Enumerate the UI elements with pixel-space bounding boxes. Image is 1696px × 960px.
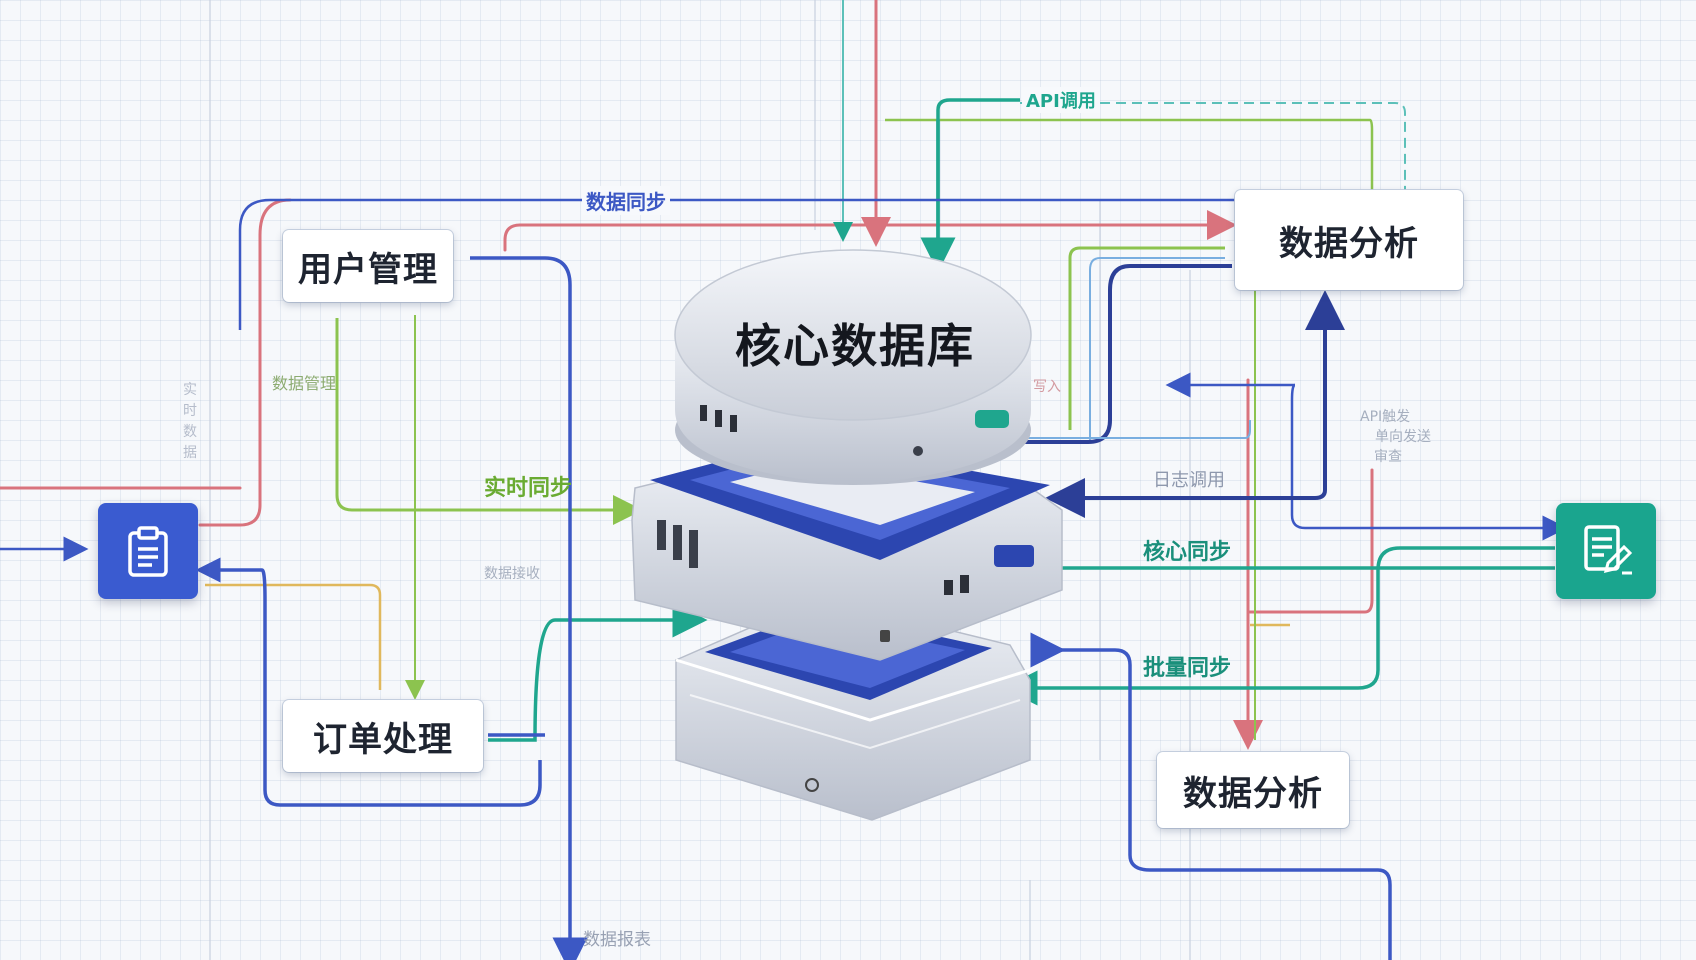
flow-label-data-report: 数据报表 [583,930,651,950]
flow-label-api: API调用 [1022,87,1100,113]
faint-label-data-in: 数据接收 [484,566,540,582]
node-analytics-bottom[interactable]: 数据分析 [1157,752,1349,828]
flow-label-realtime-sync: 实时同步 [484,476,573,501]
document-edit-icon [1584,525,1633,575]
left-source-tile[interactable] [98,503,198,599]
node-analytics-top-label: 数据分析 [1279,223,1419,264]
node-analytics-bottom-label: 数据分析 [1183,773,1323,814]
flow-label-data-mgmt: 数据管理 [272,374,337,393]
node-user-management-label: 用户管理 [298,249,438,290]
core-database-stack[interactable] [631,249,1063,821]
flow-label-core-sync: 核心同步 [1143,540,1232,565]
faint-label-realtime-left: 实时数据 [183,382,197,461]
core-database-title: 核心数据库 [735,319,975,373]
flow-label-log-call: 日志调用 [1153,470,1225,491]
flow-label-data-sync-top: 数据同步 [582,186,670,215]
node-order-processing[interactable]: 订单处理 [283,700,483,772]
faint-label-write: 写入 [1033,379,1061,395]
node-analytics-top[interactable]: 数据分析 [1235,190,1463,290]
right-target-tile[interactable] [1556,503,1656,599]
node-order-processing-label: 订单处理 [313,719,453,760]
faint-label-sync-send: 单向发送 [1375,429,1431,445]
node-user-management[interactable]: 用户管理 [283,230,453,302]
clipboard-icon [128,526,168,577]
flow-label-batch-sync: 批量同步 [1143,656,1232,681]
faint-label-review: 审查 [1374,449,1402,465]
faint-label-api-trigger: API触发 [1360,409,1411,425]
